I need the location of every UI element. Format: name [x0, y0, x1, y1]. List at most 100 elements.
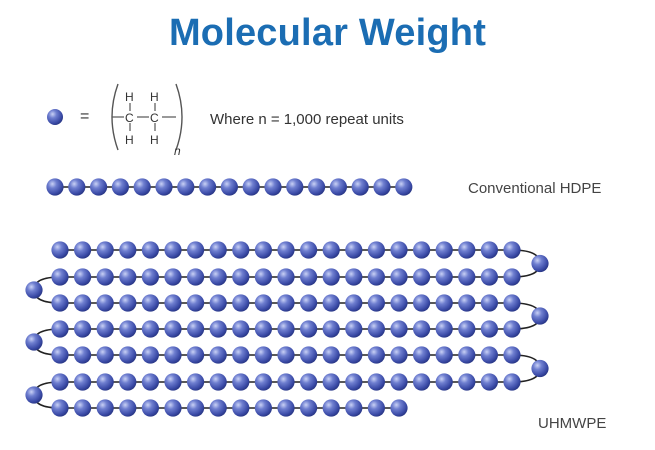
uhmwpe-bead	[164, 346, 182, 364]
uhmwpe-turn-bead	[25, 333, 43, 351]
uhmwpe-bead	[435, 373, 453, 391]
uhmwpe-bead	[187, 399, 205, 417]
uhmwpe-bead	[209, 268, 227, 286]
uhmwpe-bead	[254, 373, 272, 391]
uhmwpe-bead	[51, 373, 69, 391]
uhmwpe-bead	[119, 294, 137, 312]
uhmwpe-bead	[254, 399, 272, 417]
uhmwpe-bead	[187, 346, 205, 364]
hdpe-bead	[199, 178, 217, 196]
uhmwpe-bead	[96, 373, 114, 391]
uhmwpe-bead	[119, 399, 137, 417]
uhmwpe-bead	[300, 268, 318, 286]
uhmwpe-bead	[458, 346, 476, 364]
formula-h-bottom-1: H	[125, 133, 134, 147]
uhmwpe-bead	[74, 294, 92, 312]
uhmwpe-bead	[74, 268, 92, 286]
uhmwpe-bead	[277, 268, 295, 286]
uhmwpe-bead	[503, 241, 521, 259]
uhmwpe-bead	[503, 320, 521, 338]
uhmwpe-bead	[435, 268, 453, 286]
uhmwpe-bead	[367, 241, 385, 259]
uhmwpe-bead	[300, 399, 318, 417]
uhmwpe-bead	[322, 241, 340, 259]
uhmwpe-bead	[345, 294, 363, 312]
hdpe-bead	[133, 178, 151, 196]
uhmwpe-bead	[413, 241, 431, 259]
uhmwpe-bead	[164, 294, 182, 312]
uhmwpe-bead	[164, 320, 182, 338]
uhmwpe-bead	[51, 399, 69, 417]
uhmwpe-bead	[322, 294, 340, 312]
uhmwpe-bead	[413, 346, 431, 364]
conventional-hdpe-chain	[46, 178, 413, 196]
uhmwpe-bead	[141, 241, 159, 259]
uhmwpe-bead	[74, 373, 92, 391]
hdpe-bead	[329, 178, 347, 196]
uhmwpe-bead	[74, 320, 92, 338]
hdpe-bead	[155, 178, 173, 196]
uhmwpe-turn-bead	[531, 359, 549, 378]
uhmwpe-bead	[232, 373, 250, 391]
uhmwpe-bead	[96, 320, 114, 338]
uhmwpe-bead	[322, 268, 340, 286]
uhmwpe-bead	[254, 294, 272, 312]
equals-sign: =	[80, 108, 90, 125]
uhmwpe-bead	[119, 346, 137, 364]
uhmwpe-bead	[390, 320, 408, 338]
uhmwpe-bead	[503, 373, 521, 391]
uhmwpe-bead	[345, 241, 363, 259]
uhmwpe-bead	[435, 320, 453, 338]
uhmwpe-bead	[74, 241, 92, 259]
uhmwpe-bead	[209, 294, 227, 312]
uhmwpe-bead	[164, 373, 182, 391]
uhmwpe-bead	[367, 294, 385, 312]
uhmwpe-bead	[345, 268, 363, 286]
uhmwpe-bead	[96, 294, 114, 312]
uhmwpe-bead	[345, 373, 363, 391]
hdpe-bead	[373, 178, 391, 196]
uhmwpe-bead	[232, 268, 250, 286]
uhmwpe-bead	[300, 241, 318, 259]
uhmwpe-bead	[322, 399, 340, 417]
uhmwpe-bead	[390, 346, 408, 364]
uhmwpe-bead	[187, 294, 205, 312]
uhmwpe-bead	[209, 346, 227, 364]
uhmwpe-bead	[458, 241, 476, 259]
uhmwpe-bead	[300, 294, 318, 312]
repeat-units-description: Where n = 1,000 repeat units	[210, 111, 404, 128]
uhmwpe-bead	[232, 399, 250, 417]
formula-c-1: C	[125, 111, 134, 125]
uhmwpe-bead	[164, 268, 182, 286]
hdpe-bead	[395, 178, 413, 196]
uhmwpe-bead	[480, 346, 498, 364]
uhmwpe-bead	[480, 241, 498, 259]
uhmwpe-bead	[390, 241, 408, 259]
uhmwpe-bead	[254, 268, 272, 286]
uhmwpe-bead	[119, 320, 137, 338]
conventional-hdpe-label: Conventional HDPE	[468, 180, 602, 197]
page-title: Molecular Weight	[168, 12, 487, 54]
uhmwpe-bead	[141, 320, 159, 338]
uhmwpe-turn-bead	[531, 307, 549, 325]
uhmwpe-bead	[51, 241, 69, 259]
uhmwpe-bead	[141, 373, 159, 391]
uhmwpe-bead	[209, 320, 227, 338]
uhmwpe-bead	[480, 294, 498, 312]
uhmwpe-bead	[232, 346, 250, 364]
uhmwpe-bead	[367, 320, 385, 338]
uhmwpe-bead	[209, 373, 227, 391]
formula-h-bottom-2: H	[150, 133, 159, 147]
hdpe-bead	[286, 178, 304, 196]
uhmwpe-bead	[277, 373, 295, 391]
uhmwpe-bead	[458, 268, 476, 286]
uhmwpe-bead	[503, 294, 521, 312]
uhmwpe-bead	[187, 241, 205, 259]
uhmwpe-turn-bead	[25, 281, 43, 299]
uhmwpe-bead	[119, 241, 137, 259]
uhmwpe-bead	[345, 399, 363, 417]
uhmwpe-bead	[141, 346, 159, 364]
uhmwpe-bead	[141, 268, 159, 286]
uhmwpe-bead	[322, 320, 340, 338]
uhmwpe-bead	[254, 241, 272, 259]
